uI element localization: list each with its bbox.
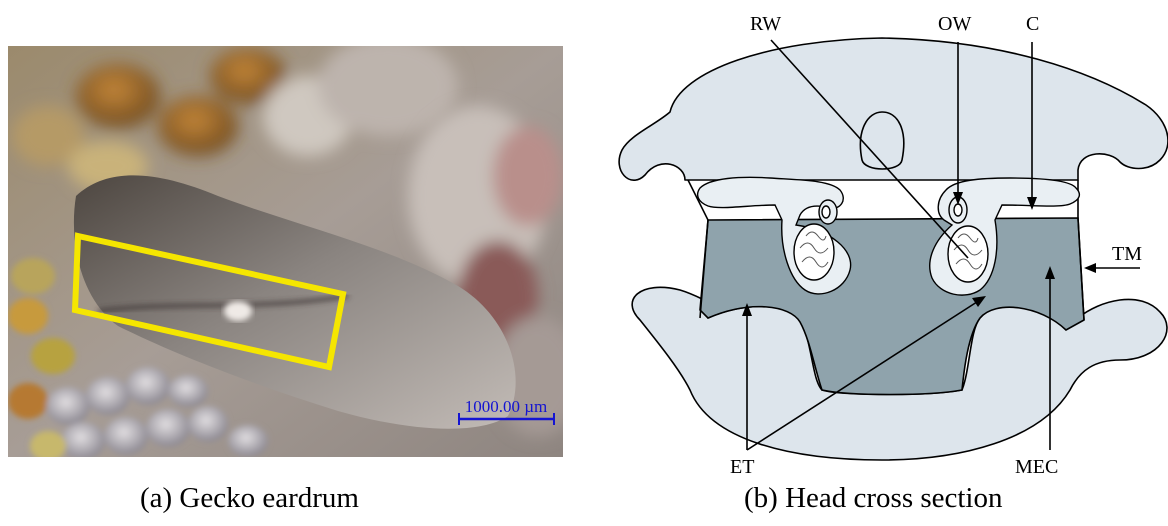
scale-bar-label: 1000.00 µm: [465, 397, 548, 416]
right-window-inner: [954, 204, 962, 216]
arrowhead-tm: [1084, 263, 1096, 273]
caption-b: (b) Head cross section: [744, 482, 1003, 515]
label-tm: TM: [1112, 243, 1142, 265]
head-cross-section-diagram: RW OW C TM ET MEC: [600, 0, 1168, 480]
label-et: ET: [730, 456, 754, 478]
label-mec: MEC: [1015, 456, 1058, 478]
label-c: C: [1026, 13, 1039, 35]
membrane-highlight: [224, 301, 252, 321]
photo-canvas: 1000.00 µm: [8, 46, 563, 457]
caption-a: (a) Gecko eardrum: [140, 482, 359, 515]
left-window-inner: [822, 206, 830, 218]
right-cochlea: [948, 226, 988, 282]
central-bump: [860, 112, 903, 169]
gecko-eardrum-photo: 1000.00 µm: [8, 46, 563, 457]
label-rw: RW: [750, 13, 781, 35]
diagram-canvas: RW OW C TM ET MEC: [600, 0, 1168, 480]
label-ow: OW: [938, 13, 971, 35]
